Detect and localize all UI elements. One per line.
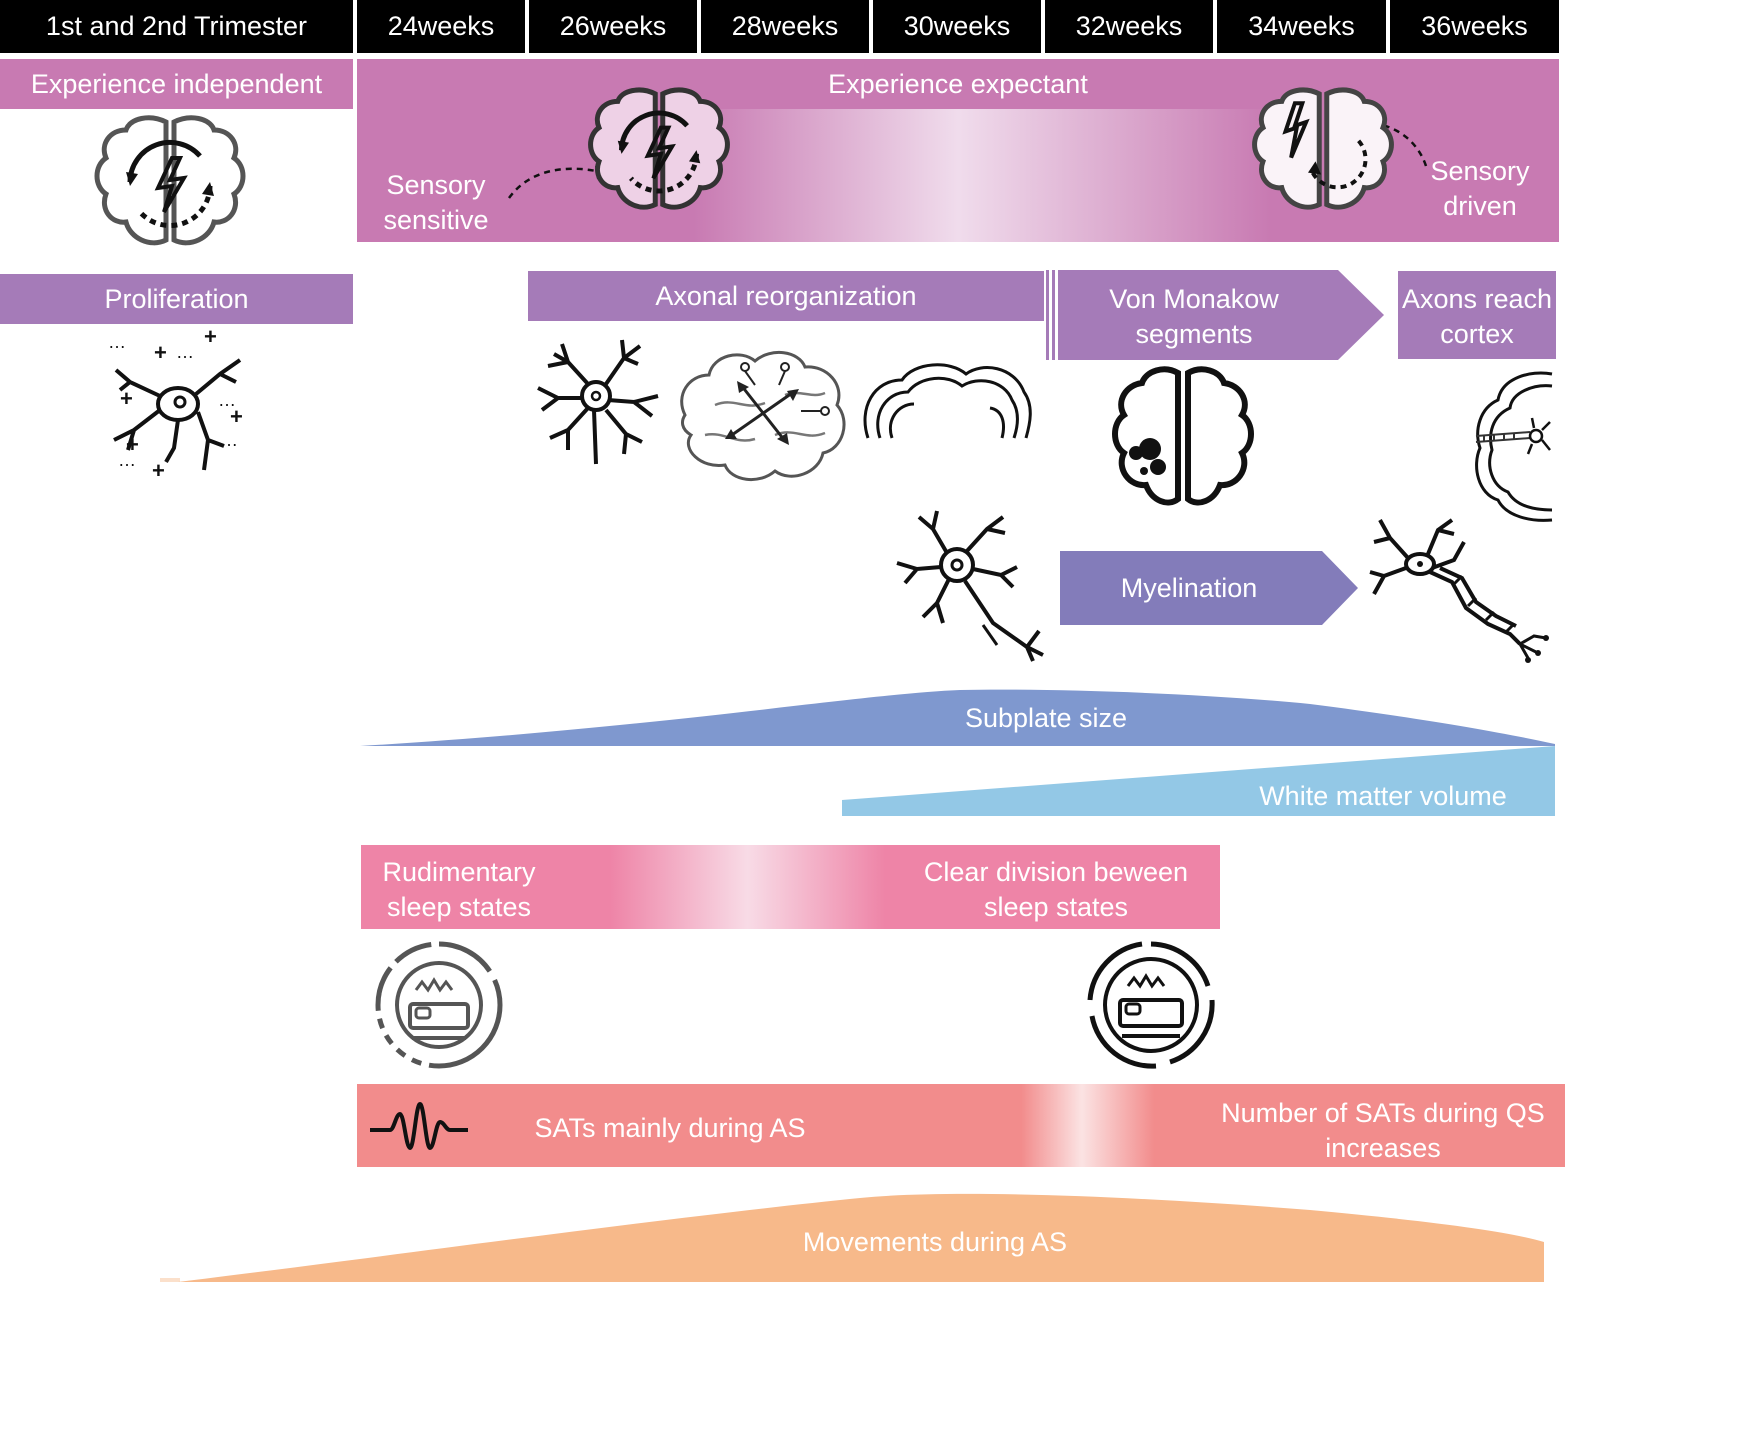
eeg-wave-icon [368,1100,470,1154]
sleep-states-band [361,845,1220,929]
myelinated-neuron-icon [1370,512,1549,663]
sats-qs-increases-label: Number of SATs during QS increases [1221,1098,1545,1163]
experience-expectant-label: Experience expectant [828,68,1088,99]
sats-band [357,1084,1565,1167]
svg-text:+: + [152,458,165,483]
white-matter-volume-label: White matter volume [1259,780,1507,811]
proliferation-label: Proliferation [0,274,353,324]
svg-text:+: + [204,324,217,349]
brain-lightning-cycle-icon [90,112,250,257]
brain-lightning-cycle-icon [584,80,734,225]
axons-reach-box [1398,271,1556,359]
cortex-folds-icon [858,358,1033,443]
svg-text:+: + [154,340,167,365]
subplate-size-label: Subplate size [964,702,1128,733]
movements-wedge [160,1193,1544,1282]
header-cell-34weeks: 34weeks [1217,0,1386,53]
sats-mainly-as-label: SATs mainly during AS [534,1112,806,1143]
myelination-arrow [1060,551,1358,625]
svg-text:…: … [220,430,238,450]
brain-segments-icon [1110,365,1255,510]
von-monakow-label: Von Monakow segments [1109,284,1279,349]
header-cell-24weeks: 24weeks [357,0,525,53]
header-cell-28weeks: 28weeks [701,0,869,53]
von-monakow-arrow [1046,270,1384,360]
header-cell-30weeks: 30weeks [873,0,1041,53]
clear-division-sleep-label: Clear division beween sleep states [923,857,1189,922]
myelination-label: Myelination [1120,572,1258,603]
svg-text:+: + [120,386,133,411]
axon-to-cortex-icon [1470,370,1555,525]
axons-reach-label: Axons reach cortex [1401,284,1553,349]
header-cell-26weeks: 26weeks [529,0,697,53]
rudimentary-sleep-label: Rudimentary sleep states [382,857,536,922]
axonal-reorganization-label: Axonal reorganization [528,271,1044,321]
svg-text:+: + [126,432,139,457]
header-cell-trimester: 1st and 2nd Trimester [0,0,353,53]
brain-lightning-cycle-icon [1248,80,1398,225]
experience-independent-label: Experience independent [0,59,353,109]
svg-text:…: … [118,450,136,470]
movements-during-as-label: Movements during AS [802,1226,1068,1257]
sensory-sensitive-label: Sensory sensitive [383,170,489,235]
svg-text:…: … [176,342,194,362]
header-cell-36weeks: 36weeks [1390,0,1559,53]
sleep-cycle-icon [372,938,507,1073]
sensory-driven-label: Sensory driven [1430,156,1530,221]
neuron-proliferation-icon: + + + + + + … … … … … [108,324,243,483]
neuron-icon [893,505,1053,665]
sleep-cycle-icon [1084,938,1219,1073]
white-matter-wedge [842,746,1555,816]
header-cell-32weeks: 32weeks [1045,0,1213,53]
subplate-wedge [360,689,1555,746]
svg-text:+: + [230,404,243,429]
svg-text:…: … [108,332,126,352]
dendrite-neuron-icon [528,326,668,466]
brain-connections-icon [675,345,855,485]
svg-text:…: … [218,390,236,410]
